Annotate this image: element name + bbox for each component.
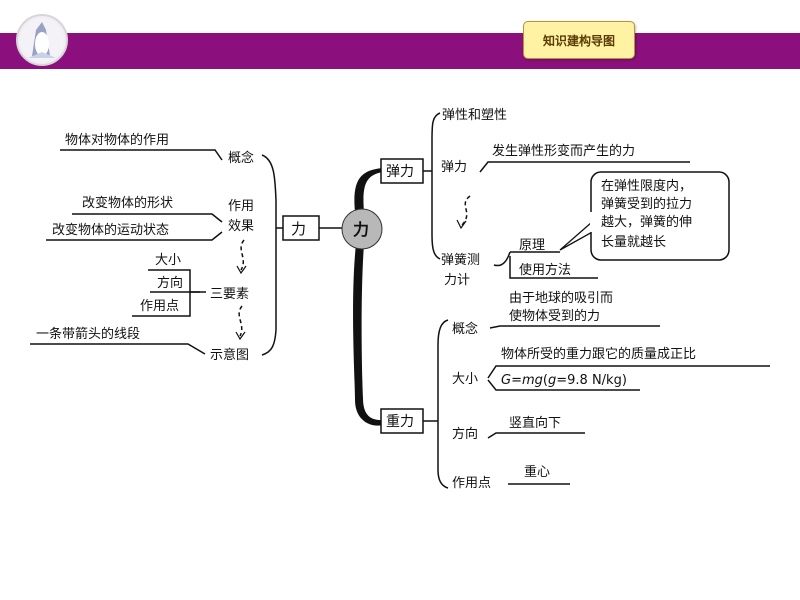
diagram-detail-underline <box>30 343 206 355</box>
elements-to-diagram-dashed-arrow <box>238 305 243 337</box>
effect-to-elements-dashed-arrow <box>240 239 245 271</box>
header-bar <box>0 33 800 69</box>
gravity-bracket-line <box>437 319 449 489</box>
elastic-box <box>380 158 424 184</box>
formula-value: =9.8 N/kg) <box>556 373 627 388</box>
callout-line-1: 在弹性限度内， <box>601 178 692 194</box>
dashed-arrowhead-3 <box>456 219 467 230</box>
center-to-elastic-thick-branch <box>354 168 383 212</box>
left-bracket-line <box>261 154 277 356</box>
element-size-line <box>148 269 191 292</box>
gravity-branch: 重力 概念 由于地球的吸引而 使物体受到的力 大小 物体所受的重力跟它的质量成正… <box>380 290 770 491</box>
usage-text: 使用方法 <box>519 262 571 278</box>
force-to-meter-dashed-arrow <box>461 195 471 226</box>
concept-detail-text: 物体对物体的作用 <box>65 132 169 148</box>
gravity-point-label: 作用点 <box>452 476 491 491</box>
gravity-concept-underline <box>489 325 660 329</box>
meter-connector-line <box>493 251 511 267</box>
dashed-arrowhead-1 <box>236 265 247 275</box>
gravity-direction-detail: 竖直向下 <box>509 415 561 431</box>
meter-label-line1: 弹簧测 <box>441 252 480 268</box>
effect-label-line2: 效果 <box>228 219 254 234</box>
elastic-box-label: 弹力 <box>386 164 414 180</box>
elastic-force-label: 弹力 <box>441 160 467 175</box>
section-title: 知识建构导图 <box>523 21 635 59</box>
element-point-line <box>132 291 206 317</box>
gravity-concept-label: 概念 <box>452 321 478 337</box>
diagram-detail-text: 一条带箭头的线段 <box>36 326 140 342</box>
gravity-formula-underline <box>487 379 640 391</box>
elasticity-text: 弹性和塑性 <box>442 108 507 123</box>
effect-label-line1: 作用 <box>228 199 254 214</box>
elastic-branch: 弹力 弹性和塑性 弹力 发生弹性形变而产生的力 弹簧测 力计 原理 使用方法 在… <box>380 108 730 288</box>
element-direction-text: 方向 <box>157 275 183 291</box>
effect-item-shape-text: 改变物体的形状 <box>82 195 173 211</box>
gravity-size-detail: 物体所受的重力跟它的质量成正比 <box>501 346 696 362</box>
formula-g: g <box>548 373 556 388</box>
principle-text: 原理 <box>519 238 545 253</box>
gravity-formula: G=mg(g=9.8 N/kg) <box>501 373 627 388</box>
diagram-label: 示意图 <box>210 347 249 363</box>
formula-equals: = <box>511 373 522 388</box>
element-point-text: 作用点 <box>140 299 179 314</box>
elastic-bracket-line <box>431 112 441 260</box>
gravity-concept-detail-2: 使物体受到的力 <box>509 308 600 324</box>
effect-item-motion-text: 改变物体的运动状态 <box>52 222 169 238</box>
formula-G: G <box>501 373 511 388</box>
callout-line-4: 长量就越长 <box>601 235 666 250</box>
gravity-box-label: 重力 <box>386 414 414 430</box>
center-node: 力 力 <box>282 168 383 426</box>
gravity-point-detail: 重心 <box>524 464 550 480</box>
gravity-size-underline <box>487 365 770 379</box>
element-size-text: 大小 <box>155 253 181 268</box>
callout-line-3: 越大，弹簧的伸 <box>601 214 692 230</box>
force-box <box>282 215 320 241</box>
concept-detail-underline <box>60 149 223 161</box>
left-branch: 物体对物体的作用 概念 改变物体的形状 改变物体的运动状态 作用 效果 大小 方… <box>30 132 283 363</box>
elastic-force-detail: 发生弹性形变而产生的力 <box>492 143 635 159</box>
force-circle-label: 力 <box>353 220 369 239</box>
usage-underline <box>509 256 598 279</box>
gravity-size-label: 大小 <box>452 372 478 387</box>
elastic-force-underline <box>479 161 690 173</box>
concept-label: 概念 <box>228 150 254 166</box>
dashed-arrowhead-2 <box>235 331 246 341</box>
elements-label: 三要素 <box>210 287 249 302</box>
effect-item-motion-underline <box>46 231 223 241</box>
formula-paren: ( <box>543 373 548 388</box>
center-to-gravity-thick-branch <box>353 244 383 426</box>
callout-line-2: 弹簧受到的拉力 <box>601 196 692 212</box>
effect-item-shape-underline <box>72 213 223 223</box>
gravity-direction-label: 方向 <box>452 426 478 442</box>
callout-pointer-mask <box>590 212 598 232</box>
gravity-direction-underline <box>487 432 585 439</box>
gravity-concept-detail-1: 由于地球的吸引而 <box>509 290 613 306</box>
force-circle <box>341 208 383 250</box>
meter-label-line2: 力计 <box>444 273 470 288</box>
penguin-logo-icon <box>16 14 68 66</box>
formula-mg: mg <box>522 373 543 388</box>
force-box-label: 力 <box>291 220 306 238</box>
